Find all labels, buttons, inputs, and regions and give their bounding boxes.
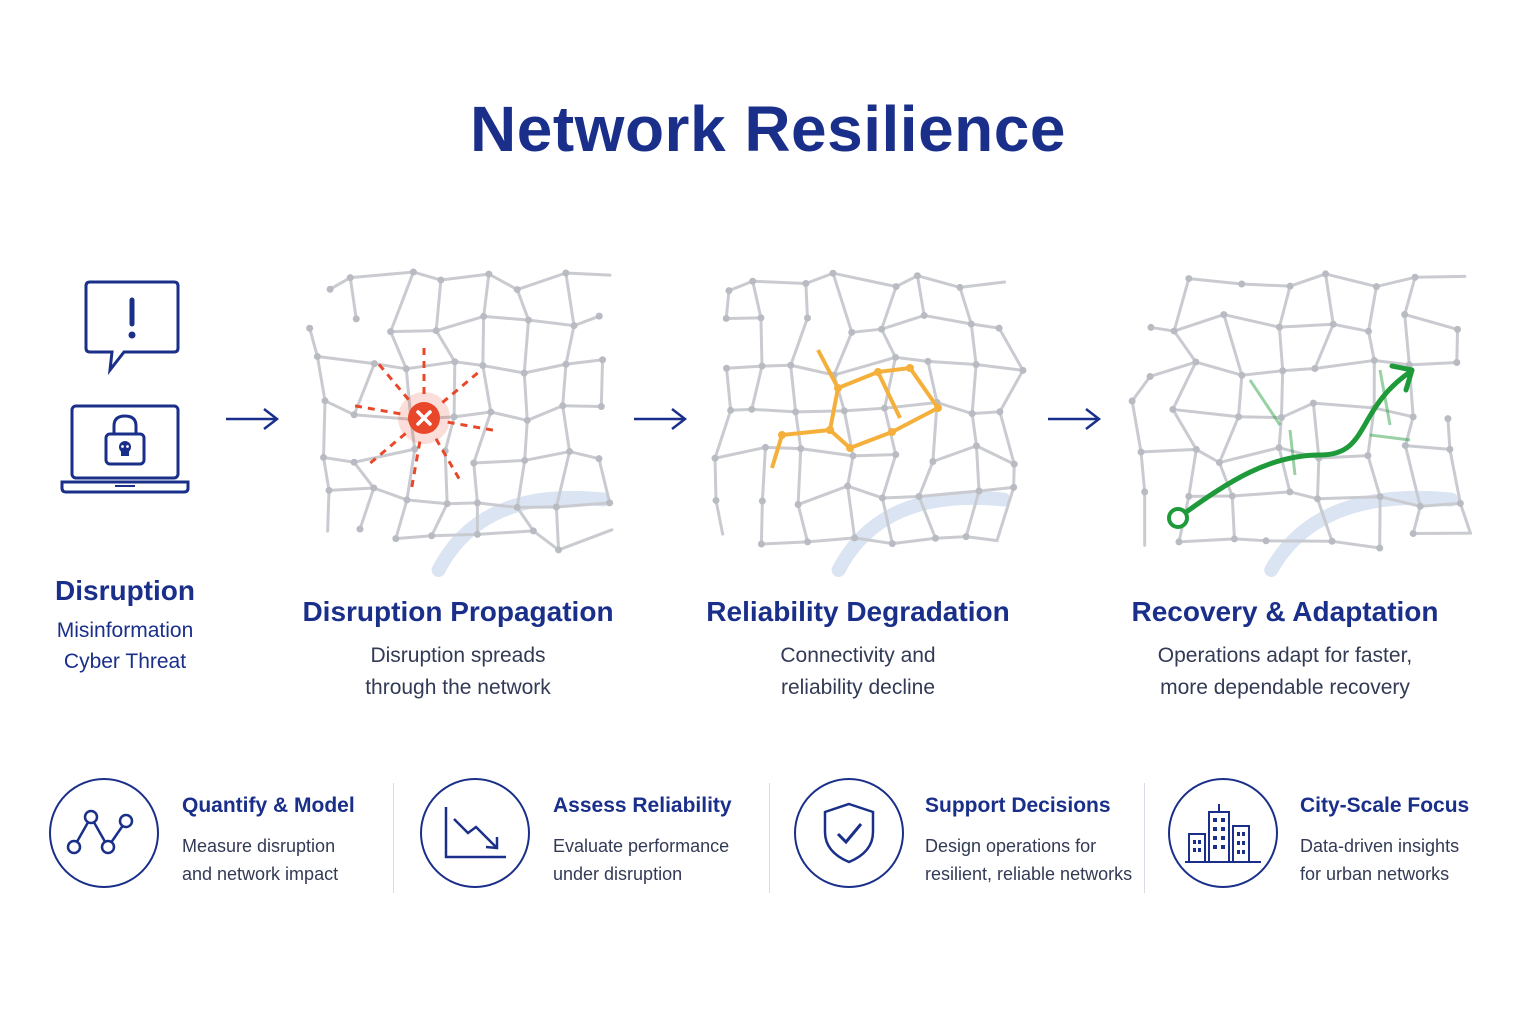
stage-desc-degradation-1: Connectivity and [780,644,936,667]
feature-icon-circle [49,778,159,888]
stage-desc-recovery-2: more dependable recovery [1160,676,1410,699]
stage-title-recovery: Recovery & Adaptation [1131,596,1439,627]
water-curve [431,490,611,577]
feature-desc-city-2: for urban networks [1300,864,1450,884]
water-curve [831,490,1011,577]
feature-icon-circle [794,778,904,888]
stage-desc-degradation-2: reliability decline [780,676,936,699]
road-grid [306,268,614,554]
degraded-links [770,349,942,469]
feature-icon-circle [1168,778,1278,888]
feature-desc-quantify-1: Measure disruption [182,836,336,856]
declining-chart-icon [444,807,506,859]
stage-desc-propagation-2: through the network [365,676,551,699]
road-grid [1128,270,1472,552]
feature-title-assess: Assess Reliability [553,794,732,817]
flow-arrow-icon [226,408,280,430]
feature-title-city: City-Scale Focus [1300,794,1470,817]
feature-desc-assess-2: under disruption [553,864,683,884]
flow-arrow-icon [1048,408,1102,430]
road-grid [711,269,1027,548]
stage-desc-recovery-1: Operations adapt for faster, [1157,644,1413,667]
stage-desc-propagation-1: Disruption spreads [370,644,546,667]
recovery-route [1167,363,1415,529]
city-buildings-icon [1185,804,1261,863]
disruption-burst [352,346,496,490]
feature-divider [393,783,394,893]
feature-desc-quantify-2: and network impact [182,864,339,884]
route-start [1167,507,1189,529]
flow-arrow-icon [634,408,688,430]
page-title: Network Resilience [470,93,1066,165]
stage-title-propagation: Disruption Propagation [302,596,614,627]
disruption-line-1: Misinformation [56,619,194,642]
feature-desc-city-1: Data-driven insights [1300,836,1460,856]
feature-desc-support-1: Design operations for [925,836,1097,856]
disruption-title: Disruption [55,575,195,606]
degradation-network-map [711,269,1027,577]
disruption-line-2: Cyber Threat [63,650,187,673]
recovery-network-map [1128,270,1472,577]
feature-divider [769,783,770,893]
feature-icon-circle [420,778,530,888]
propagation-network-map [306,268,614,577]
feature-desc-assess-1: Evaluate performance [553,836,730,856]
feature-title-quantify: Quantify & Model [182,794,355,817]
feature-desc-support-2: resilient, reliable networks [925,864,1133,884]
disruption-column: Disruption Misinformation Cyber Threat [40,270,210,690]
water-curve [1264,490,1459,577]
alert-bubble-icon [84,280,180,376]
feature-title-support: Support Decisions [925,794,1111,817]
stage-title-degradation: Reliability Degradation [706,596,1010,627]
shield-check-icon [823,802,875,864]
feature-divider [1144,783,1145,893]
node-graph-icon [66,809,134,855]
locked-laptop-icon [60,404,190,494]
